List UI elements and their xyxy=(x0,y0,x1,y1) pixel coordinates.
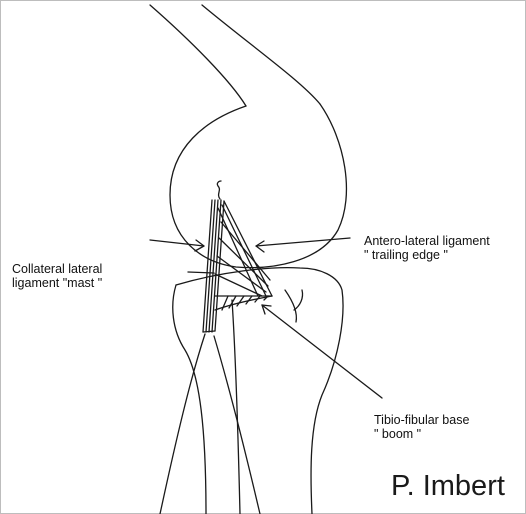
femur-shaft-left-outline xyxy=(150,5,246,106)
antero-label-line1: Antero-lateral ligament xyxy=(364,234,490,248)
antero-lateral-ligament-label: Antero-lateral ligament " trailing edge … xyxy=(364,234,490,263)
antero-label-line2: " trailing edge " xyxy=(364,248,490,262)
femur-shaft-right-outline xyxy=(202,5,320,104)
tibia-plateau-outline xyxy=(176,268,343,514)
femoral-condyle-outline xyxy=(170,104,346,268)
collateral-label-line1: Collateral lateral xyxy=(12,262,102,276)
arrow-to-collateral xyxy=(150,240,204,251)
tibio-fibular-base-label: Tibio-fibular base " boom " xyxy=(374,413,469,442)
tibio-label-line2: " boom " xyxy=(374,427,469,441)
arrow-to-tibio-fibular-base xyxy=(262,305,382,398)
collateral-label-line2: ligament "mast " xyxy=(12,276,102,290)
arrow-to-antero-lateral xyxy=(256,238,350,252)
plateau-mark xyxy=(294,290,303,310)
tibio-label-line1: Tibio-fibular base xyxy=(374,413,469,427)
tibial-tubercle-mark xyxy=(285,290,296,322)
fibula-line-a xyxy=(160,334,205,514)
tibia-left-outline xyxy=(173,285,206,514)
ligament-origin-squiggle xyxy=(217,181,221,199)
collateral-ligament-bundle xyxy=(203,200,224,332)
collateral-ligament-label: Collateral lateral ligament "mast " xyxy=(12,262,102,291)
author-signature: P. Imbert xyxy=(391,470,505,503)
